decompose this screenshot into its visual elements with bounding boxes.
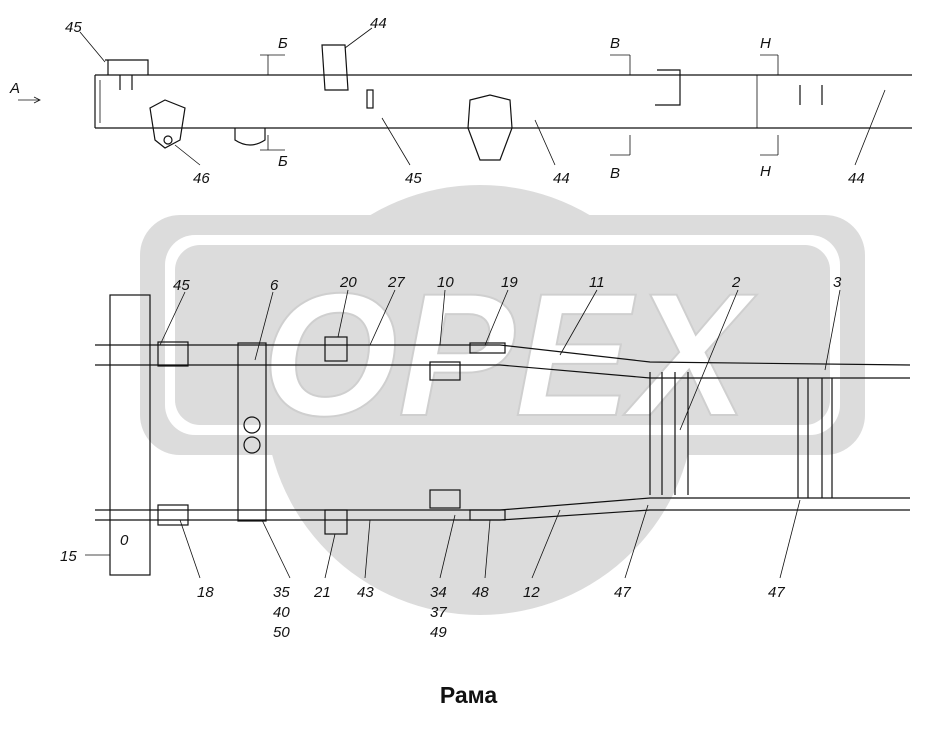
section-label: Н [760,35,771,52]
callout: 21 [313,584,331,601]
diagram-caption: Рама [439,682,498,708]
frame-side-view: А Б Б В В Н Н 45 44 46 45 44 44 [9,15,912,187]
callout: 37 [430,604,447,621]
callout: 10 [437,274,454,291]
callout: 15 [60,548,77,565]
callout: 40 [273,604,290,621]
callout: 44 [848,170,865,187]
callout: 27 [387,274,405,291]
callout: 6 [270,277,279,294]
callout: 49 [430,624,447,641]
section-label: В [610,165,620,182]
callout: 19 [501,274,518,291]
section-label: Б [278,153,288,170]
callout: 46 [193,170,210,187]
callout: 18 [197,584,214,601]
view-arrow-label: А [9,80,20,97]
opex-watermark-logo: OPEX [140,185,865,615]
callout: 44 [370,15,387,32]
callout: 43 [357,584,374,601]
callout: 45 [405,170,422,187]
callout: 44 [553,170,570,187]
callout: 35 [273,584,290,601]
bumper-mark: 0 [120,532,129,549]
callout: 48 [472,584,489,601]
frame-plan-view: 0 45 6 20 27 10 19 11 2 3 15 18 35 40 50… [60,274,911,641]
callout: 45 [173,277,190,294]
callout: 50 [273,624,290,641]
callout: 12 [523,584,540,601]
callout: 2 [731,274,741,291]
callout: 47 [768,584,785,601]
section-label: Н [760,163,771,180]
section-label: Б [278,35,288,52]
section-label: В [610,35,620,52]
callout: 45 [65,19,82,36]
callout: 20 [339,274,357,291]
callout: 47 [614,584,631,601]
callout: 3 [833,274,842,291]
callout: 11 [589,274,605,291]
callout: 34 [430,584,447,601]
